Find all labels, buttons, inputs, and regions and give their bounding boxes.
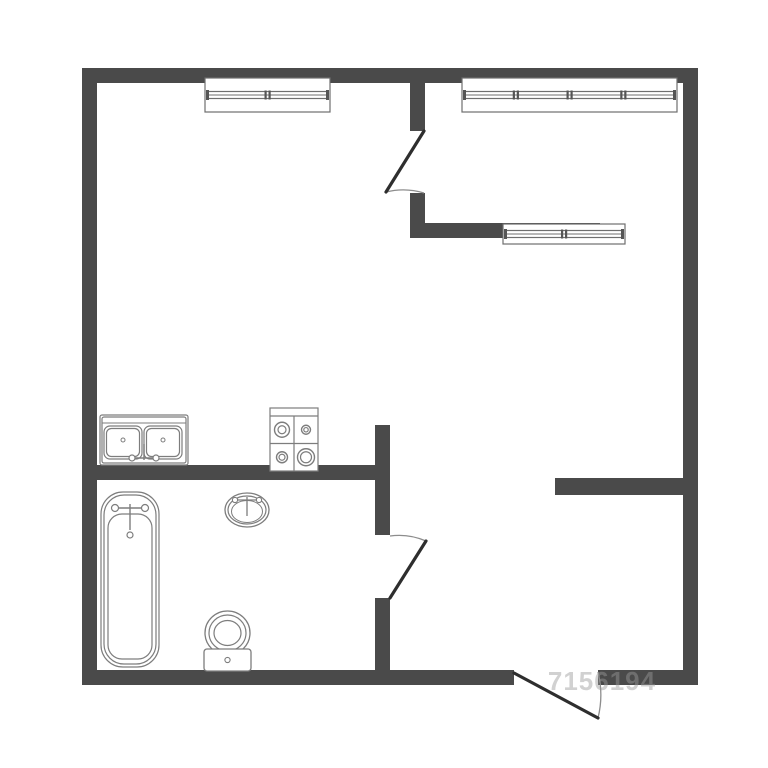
window-living-top-cap-right [326,90,329,100]
partition-hall-vertical-upper [375,425,390,535]
door-bedroom-leaf [384,129,426,194]
partition-right-stub [555,478,698,495]
window-room-top [461,77,678,113]
bathtub-faucet-handle [110,503,120,513]
window-room-top-mullion [570,90,573,100]
window-room-top-cap-right [673,90,676,100]
toilet-flush-button [224,656,231,664]
door-entrance [512,671,602,720]
double-sink-faucet-handle [128,454,136,462]
stove-cooktop-burner-inner [303,426,309,433]
window-room-top-mullion [516,90,519,100]
watermark-label: 7156194 [548,666,656,696]
bathtub-drain [126,531,134,539]
bathtub-faucet-handle [140,503,150,513]
window-room-top-cap-left [463,90,466,100]
double-sink [99,414,189,466]
partition-room-left [410,83,425,131]
window-room-top-mullion [620,90,623,100]
toilet-bowl-inner [213,619,242,647]
washbasin-faucet-handle [231,496,239,504]
exterior-wall-bottom-left [82,670,514,685]
stove-cooktop [269,407,319,472]
double-sink-drain [120,437,126,443]
washbasin-faucet-handle [255,496,263,504]
stove-cooktop-burner-inner [299,451,313,464]
window-room-top-mullion [512,90,515,100]
doors-group [384,129,602,720]
stove-cooktop-burner-inner [277,425,287,435]
window-room-bottom-cap-left [504,229,507,239]
window-living-top [204,77,331,113]
window-room-bottom-cap-right [621,229,624,239]
toilet [203,610,252,672]
door-entrance-arc [597,671,602,719]
window-room-bottom [502,223,626,245]
double-sink-drain [160,437,166,443]
door-bathroom [388,534,428,600]
fixtures-group [99,407,319,672]
door-entrance-leaf [512,671,600,720]
door-bedroom [384,129,426,194]
window-room-top-mullion [566,90,569,100]
stove-cooktop-burner-inner [278,453,286,461]
partition-hall-vertical-lower [375,598,390,670]
window-living-top-cap-left [206,90,209,100]
window-room-top-mullion [624,90,627,100]
bathtub [100,491,160,668]
washbasin [224,492,270,528]
window-room-bottom-mullion [561,229,564,239]
door-bathroom-leaf [388,539,428,600]
windows-group [204,77,678,245]
window-living-top-mullion [268,90,271,100]
exterior-wall-left [82,68,97,685]
door-bathroom-arc [389,534,427,542]
exterior-wall-bottom-right [598,670,698,685]
window-room-bottom-mullion [565,229,568,239]
partition-kitchen-horizontal [97,465,390,480]
window-living-top-mullion [264,90,267,100]
exterior-wall-right [683,68,698,685]
double-sink-faucet-handle [152,454,160,462]
